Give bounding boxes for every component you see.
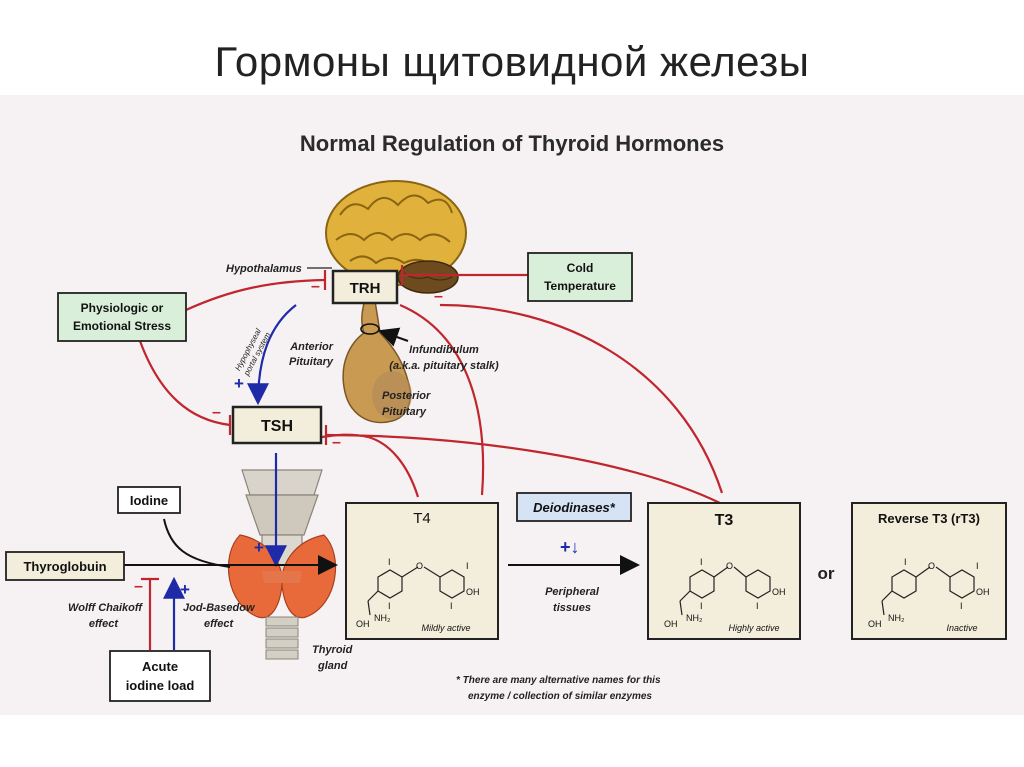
rt3-box: Reverse T3 (rT3) O I I I OH NH₂ OH Inact… [851,502,1007,640]
t3-amine: NH₂ [686,613,703,623]
deiodinases-label: Deiodinases* [533,500,616,515]
plus-sign-thyroid: + [254,538,264,557]
rt3-iodine-2: I [976,561,979,571]
or-label: or [818,564,835,583]
rt3-iodine-3: I [960,601,963,611]
thyroid-regulation-diagram: Normal Regulation of Thyroid Hormones [5,131,1007,702]
t4-structure [367,566,465,616]
footnote-line1: * There are many alternative names for t… [456,675,661,686]
brain-illustration [325,180,467,294]
posterior-label-line2: Pituitary [382,406,427,418]
t3-box: T3 O I I I OH NH₂ OH Highly active [647,502,801,640]
rt3-carboxyl: OH [868,619,882,629]
inhibition-paths [138,265,724,650]
iodine-label: Iodine [130,493,168,508]
t3-oxygen: O [726,561,733,571]
t4-oxygen: O [416,561,423,571]
t3-iodine-1: I [700,557,703,567]
cold-temperature-box: Cold Temperature [527,252,633,302]
trh-label: TRH [350,280,381,297]
jod-label-line1: Jod-Basedow [183,602,256,614]
plus-sign-tsh: + [234,374,244,393]
t3-label: T3 [715,512,734,529]
posterior-label-line1: Posterior [382,390,431,402]
thyroglobulin-label: Thyroglobuin [23,559,106,574]
figure-title: Normal Regulation of Thyroid Hormones [300,131,724,156]
acute-label-line2: iodine load [126,678,195,693]
t3-structure [679,566,771,616]
deiodinases-box: Deiodinases* [516,492,632,522]
infundibulum-label-line1: Infundibulum [409,344,479,356]
t4-box: T4 O I I I I OH NH₂ OH Mildly active [345,502,499,640]
plus-sign-deiodinase: +↓ [560,537,580,557]
thyroglobulin-box: Thyroglobuin [5,551,125,581]
t3-iodine-3: I [756,601,759,611]
stress-label-line2: Emotional Stress [73,319,171,333]
t3-carboxyl: OH [664,619,678,629]
production-arrows [124,327,640,575]
pituitary-illustration [342,294,412,424]
hypothalamus-label: Hypothalamus [226,263,302,275]
wolff-label-line2: effect [89,618,119,630]
t3-iodine-2: I [700,601,703,611]
rt3-activity: Inactive [946,623,977,633]
rt3-label: Reverse T3 (rT3) [878,511,980,526]
minus-sign-trh-cold: – [434,288,443,305]
rt3-iodine-1: I [904,557,907,567]
rt3-amine: NH₂ [888,613,905,623]
t4-iodine-2: I [388,601,391,611]
stress-label-line1: Physiologic or [81,301,164,315]
t4-label: T4 [413,510,431,527]
t3-hydroxyl: OH [772,587,786,597]
stimulation-paths [163,304,297,650]
rt3-hydroxyl: OH [976,587,990,597]
minus-sign-tsh-stress: – [212,404,221,421]
tsh-label: TSH [261,418,293,435]
infundibulum-label-line2: (a.k.a. pituitary stalk) [389,360,499,372]
anterior-label-line1: Anterior [289,341,334,353]
t4-amine: NH₂ [374,613,391,623]
stress-box: Physiologic or Emotional Stress [57,292,187,342]
rt3-oxygen: O [928,561,935,571]
plus-sign-jod: + [180,580,190,599]
acute-iodine-box: Acute iodine load [109,650,211,702]
cold-label-line2: Temperature [544,279,616,293]
iodine-box: Iodine [117,486,181,514]
anterior-label-line2: Pituitary [289,356,334,368]
figure: Normal Regulation of Thyroid Hormones [0,95,1024,715]
wolff-label-line1: Wolff Chaikoff [68,602,143,614]
peripheral-label-line1: Peripheral [545,586,600,598]
tsh-box: TSH [231,405,323,445]
t4-hydroxyl: OH [466,587,480,597]
rt3-structure [881,566,975,616]
signs: – – – – – + + + +↓ [134,278,580,599]
jod-label-line2: effect [204,618,234,630]
slide-title: Гормоны щитовидной железы [214,38,810,85]
t3-activity: Highly active [728,623,779,633]
minus-sign-wolff: – [134,578,143,595]
minus-sign-tsh-feedback: – [332,434,341,451]
footnote-line2: enzyme / collection of similar enzymes [468,691,652,702]
cold-label-line1: Cold [567,261,594,275]
thyroid-label-line1: Thyroid [312,644,353,656]
thyroid-label-line2: gland [317,660,348,672]
trh-box: TRH [331,269,399,305]
t4-carboxyl: OH [356,619,370,629]
t4-iodine-1: I [388,557,391,567]
t4-activity: Mildly active [421,623,470,633]
t4-iodine-3: I [466,561,469,571]
acute-label-line1: Acute [142,659,178,674]
minus-sign-trh-stress: – [311,278,320,295]
peripheral-label-line2: tissues [553,602,591,614]
t4-iodine-4: I [450,601,453,611]
